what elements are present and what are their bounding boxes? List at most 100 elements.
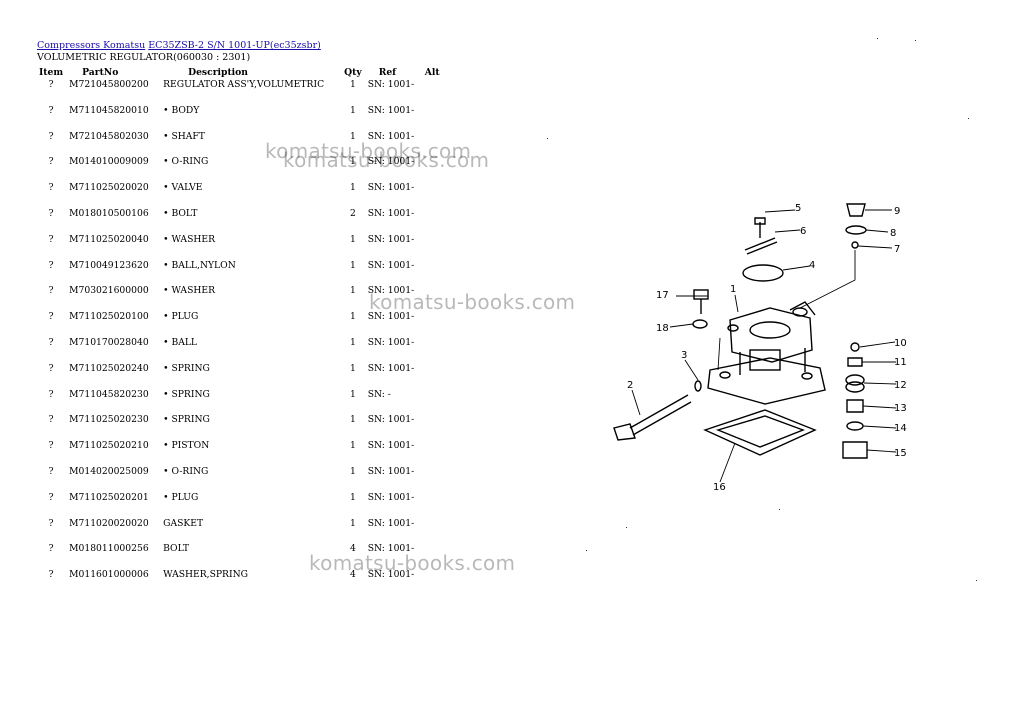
column-header-description: Description (188, 67, 248, 78)
cell-partno: M711025020210 (69, 440, 149, 452)
cell-ref: SN: 1001- (367, 491, 415, 503)
cell-qty: 2 (349, 207, 356, 219)
cell-qty: 1 (349, 259, 356, 271)
cell-qty: 1 (349, 336, 356, 348)
callout-label: 1 (730, 284, 736, 295)
watermark: komatsu-books.com (369, 290, 576, 314)
cell-item: ? (48, 156, 54, 168)
cell-item: ? (48, 233, 54, 245)
cell-item: ? (48, 362, 54, 374)
cell-qty: 1 (349, 130, 356, 142)
callout-label: 4 (809, 260, 815, 271)
cell-qty: 4 (349, 569, 356, 581)
cell-alt (422, 311, 448, 337)
cell-partno: M721045802030 (69, 130, 149, 142)
callout-label: 16 (713, 482, 726, 493)
cell-item: ? (48, 130, 54, 142)
cell-qty: 1 (349, 79, 356, 90)
plate-drawing (742, 264, 784, 282)
cell-item: ? (48, 491, 54, 503)
cell-partno: M014020025009 (69, 465, 149, 477)
cell-description: • SPRING (163, 414, 210, 426)
cell-partno: M014010009009 (69, 156, 149, 168)
cell-item: ? (48, 285, 54, 297)
cell-partno: M011601000006 (69, 569, 149, 581)
cell-item: ? (48, 182, 54, 194)
cell-description: • BALL (163, 336, 198, 348)
scan-speck (877, 38, 878, 39)
cell-qty: 1 (349, 182, 356, 194)
cell-item: ? (48, 517, 54, 529)
cell-description: • O-RING (163, 465, 209, 477)
cell-partno: M711020020020 (69, 517, 149, 529)
cell-alt (422, 234, 448, 260)
cell-qty: 1 (349, 285, 356, 297)
cell-qty: 1 (349, 311, 356, 323)
breadcrumb-link-model[interactable]: EC35ZSB-2 S/N 1001-UP(ec35zsbr) (148, 40, 321, 51)
callout-label: 3 (681, 350, 687, 361)
cell-description: GASKET (163, 517, 204, 529)
cell-alt (422, 182, 448, 208)
cell-description: • SHAFT (163, 130, 205, 142)
cell-description: • PLUG (163, 491, 199, 503)
cell-partno: M711025020240 (69, 362, 149, 374)
cell-ref: SN: 1001- (367, 414, 415, 426)
column-header-qty: Qty (344, 67, 362, 78)
cell-alt (422, 105, 448, 131)
cell-partno: M711025020201 (69, 491, 149, 503)
cell-qty: 4 (349, 543, 356, 555)
cell-item: ? (48, 414, 54, 426)
cell-alt (422, 518, 448, 544)
parts-table: Item PartNo Description Qty Ref Alt ? M72… (36, 66, 448, 583)
callout-label: 7 (894, 244, 900, 255)
scan-speck (586, 550, 587, 551)
cell-alt (422, 337, 448, 363)
cell-qty: 1 (349, 414, 356, 426)
cell-qty: 1 (349, 388, 356, 400)
cell-ref: SN: 1001- (367, 259, 415, 271)
cell-item: ? (48, 336, 54, 348)
cell-partno: M711025020230 (69, 414, 149, 426)
callout-label: 8 (890, 228, 896, 239)
table-row: ? M711025020230 • SPRING 1 SN: 1001- (36, 414, 448, 440)
scan-speck (779, 509, 780, 510)
cell-partno: M703021600000 (69, 285, 149, 297)
cell-ref: SN: 1001- (367, 104, 415, 116)
column-header-alt: Alt (424, 67, 440, 78)
cell-qty: 1 (349, 233, 356, 245)
cell-item: ? (48, 104, 54, 116)
cell-qty: 1 (349, 156, 356, 168)
cell-ref: SN: 1001- (367, 311, 415, 323)
cell-ref: SN: 1001- (367, 465, 415, 477)
cell-item: ? (48, 440, 54, 452)
table-header-row: Item PartNo Description Qty Ref Alt (36, 66, 448, 79)
cell-ref: SN: 1001- (367, 285, 415, 297)
scan-speck (547, 138, 548, 139)
cell-ref: SN: 1001- (367, 569, 415, 581)
cell-alt (422, 466, 448, 492)
cell-alt (422, 389, 448, 415)
cell-item: ? (48, 207, 54, 219)
cell-description: WASHER,SPRING (163, 569, 248, 581)
cell-alt (422, 260, 448, 286)
cell-qty: 1 (349, 104, 356, 116)
cell-alt (422, 208, 448, 234)
cell-ref: SN: - (367, 388, 391, 400)
cell-partno: M711025020040 (69, 233, 149, 245)
breadcrumb-link-compressors[interactable]: Compressors Komatsu (37, 40, 146, 51)
cell-description: • BODY (163, 104, 200, 116)
regulator-body-drawing (707, 301, 826, 405)
scan-speck (915, 40, 916, 41)
cell-description: • PLUG (163, 311, 199, 323)
cell-partno: M711025020020 (69, 182, 149, 194)
